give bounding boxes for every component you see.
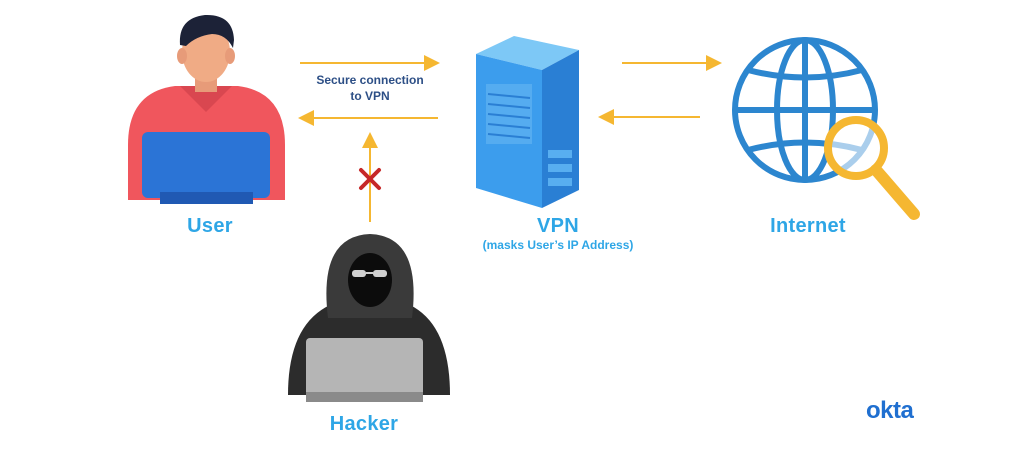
vpn-label: VPN bbox=[536, 215, 580, 237]
user-label: User bbox=[187, 215, 233, 237]
okta-logo: okta bbox=[866, 397, 914, 424]
connection-note: Secure connection to VPN bbox=[296, 72, 444, 104]
blocked-x-icon bbox=[359, 168, 381, 190]
globe-icon bbox=[732, 37, 878, 183]
internet-label: Internet bbox=[770, 215, 846, 237]
connection-note-line1: Secure connection bbox=[316, 73, 424, 87]
connection-note-line2: to VPN bbox=[350, 89, 390, 103]
server-icon bbox=[476, 36, 579, 208]
user-icon bbox=[128, 14, 285, 204]
magnifier-icon bbox=[824, 116, 920, 220]
hacker-label: Hacker bbox=[329, 413, 399, 435]
vpn-sublabel: (masks User’s IP Address) bbox=[482, 238, 634, 252]
hacker-icon bbox=[288, 234, 450, 402]
